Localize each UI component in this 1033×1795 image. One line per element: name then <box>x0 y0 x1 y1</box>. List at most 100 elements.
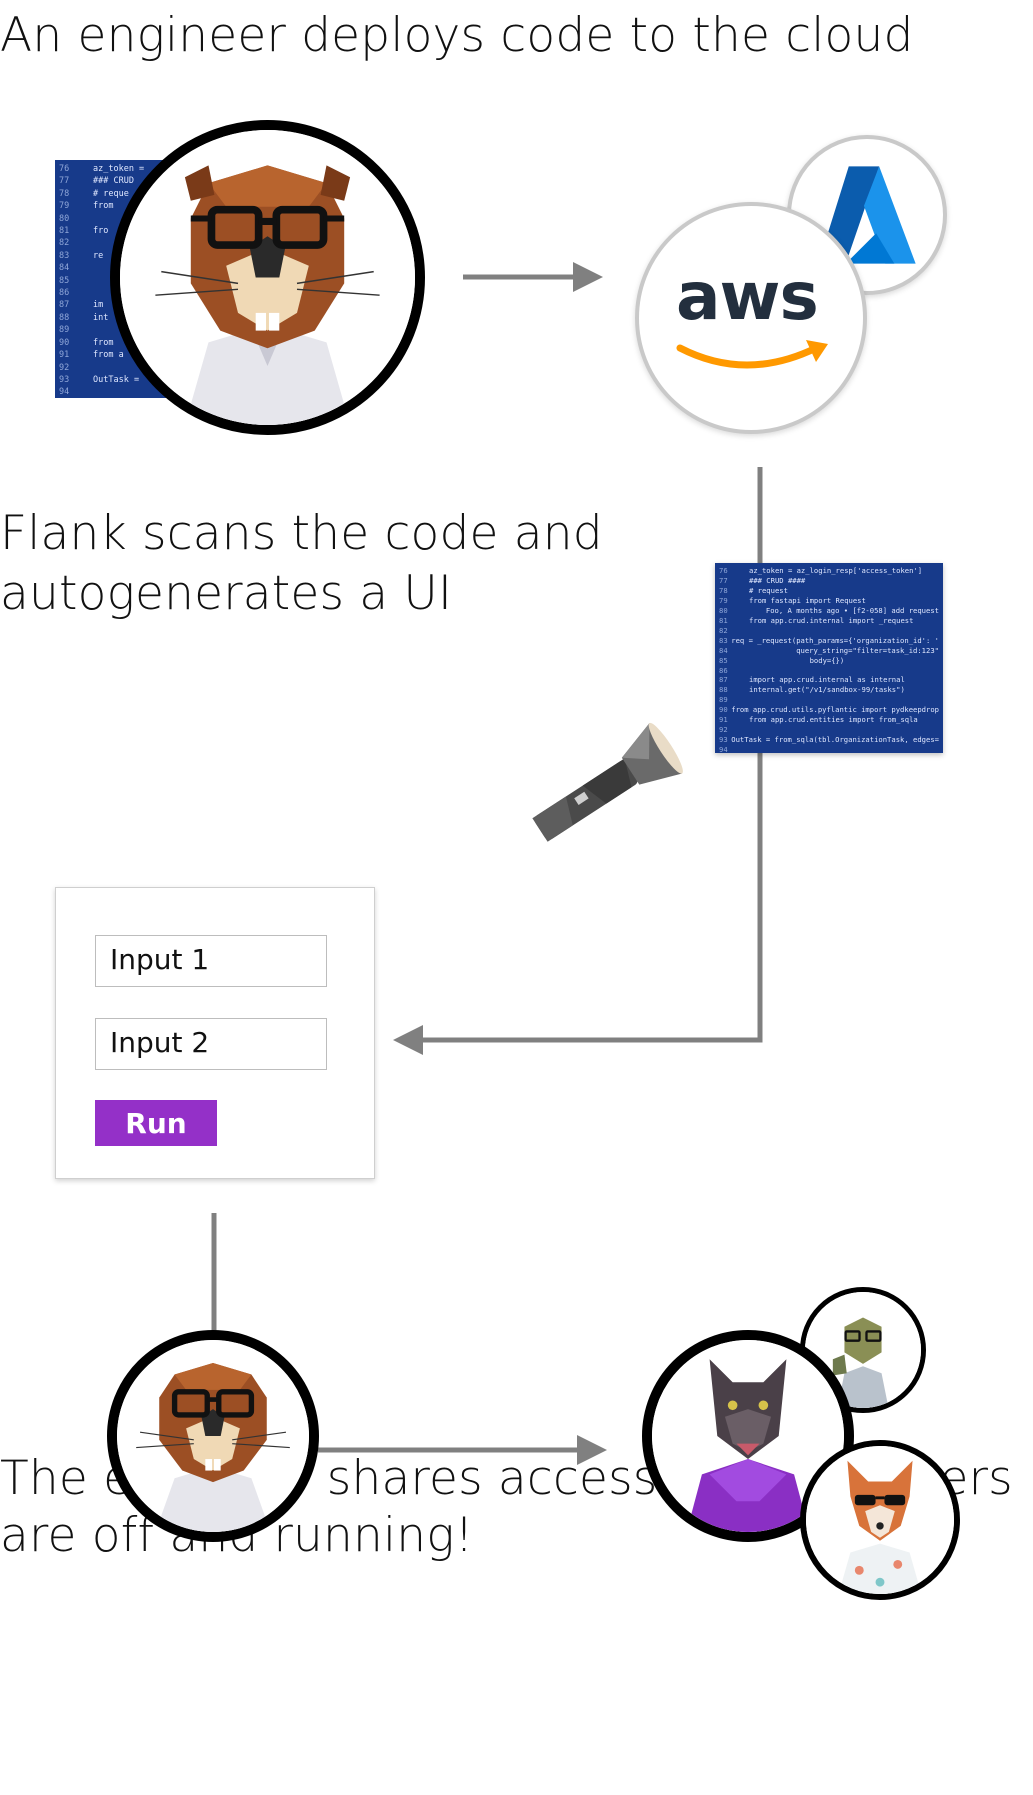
code-line-number: 77 <box>719 575 728 585</box>
code-line-number: 82 <box>59 238 70 249</box>
code-line-number: 80 <box>719 605 728 615</box>
code-line-number: 93 <box>719 735 728 745</box>
step2-heading-line1: Flank scans the code and <box>0 506 603 561</box>
arrow-engineer-to-users <box>318 1435 607 1465</box>
code-line: 92 <box>59 362 171 374</box>
code-line-number: 94 <box>59 387 70 398</box>
code-line-number: 81 <box>59 226 70 237</box>
code-line-number: 84 <box>59 263 70 274</box>
code-snippet-large: 76 az_token = az_login_resp['access_token… <box>715 563 943 753</box>
code-line: 84 query_string="filter=task_id:123" <box>719 646 939 656</box>
code-line: 82 <box>59 237 171 249</box>
code-line-number: 78 <box>59 188 70 199</box>
input-2-field[interactable]: Input 2 <box>95 1018 327 1070</box>
code-line-number: 90 <box>59 337 70 348</box>
fox-icon <box>806 1446 954 1594</box>
code-line: 86 <box>59 287 171 299</box>
aws-logo: aws <box>635 202 867 434</box>
code-line-text: im <box>93 300 104 311</box>
engineer-avatar <box>110 120 425 435</box>
step2-heading-line2: autogenerates a UI <box>0 566 453 621</box>
code-line-number: 88 <box>59 312 70 323</box>
code-line-number: 78 <box>719 585 728 595</box>
code-line: 76 az_token = az_login_resp['access_token… <box>719 566 939 576</box>
code-line: 94 <box>719 745 939 753</box>
code-line-text: re <box>93 250 104 261</box>
code-line-text: from app.crud.entities import from_sqla <box>749 715 918 725</box>
code-line: 82 <box>719 626 939 636</box>
code-line-number: 92 <box>59 362 70 373</box>
code-line-text: query_string="filter=task_id:123" <box>735 645 939 655</box>
code-line-number: 79 <box>59 201 70 212</box>
code-line-number: 91 <box>59 350 70 361</box>
arrow-engineer-to-cloud <box>463 262 603 292</box>
code-line-text: from <box>93 337 114 348</box>
beaver-icon <box>120 130 415 425</box>
code-line-text: body={}) <box>749 655 845 665</box>
code-line: 92 <box>719 725 939 735</box>
beaver-icon <box>117 1340 309 1532</box>
code-line-number: 86 <box>59 288 70 299</box>
code-line-number: 83 <box>59 250 70 261</box>
input-1-field[interactable]: Input 1 <box>95 935 327 987</box>
code-line: 86 <box>719 666 939 676</box>
user-avatar-fox <box>800 1440 960 1600</box>
code-line: 94 <box>59 386 171 398</box>
code-line-number: 87 <box>719 675 728 685</box>
aws-smile-icon <box>676 340 828 369</box>
code-line-number: 77 <box>59 176 70 187</box>
code-line-number: 86 <box>719 665 728 675</box>
azure-logo <box>787 135 947 295</box>
code-line-number: 88 <box>719 685 728 695</box>
code-line: 81 from app.crud.internal import _request <box>719 616 939 626</box>
code-line-number: 87 <box>59 300 70 311</box>
code-line-text: import app.crud.internal as internal <box>749 675 905 685</box>
code-line: 78# request <box>719 586 939 596</box>
code-line-number: 89 <box>59 325 70 336</box>
code-line-text: int <box>93 312 109 323</box>
code-line: 88 int <box>59 312 171 324</box>
code-line-text: internal.get("/v1/sandbox-99/tasks") <box>749 685 905 695</box>
code-line-number: 93 <box>59 374 70 385</box>
code-line-text: from <box>93 201 114 212</box>
code-line-number: 85 <box>719 655 728 665</box>
code-line: 77 ### CRUD #### <box>719 576 939 586</box>
code-line: 83 re <box>59 250 171 262</box>
code-line: 87 import app.crud.internal as internal <box>719 675 939 685</box>
code-line: 90 from <box>59 337 171 349</box>
code-line-number: 83 <box>719 635 728 645</box>
code-line: 85 body={}) <box>719 656 939 666</box>
code-line-number: 76 <box>719 566 728 575</box>
code-line-number: 91 <box>719 715 728 725</box>
code-line-number: 80 <box>59 213 70 224</box>
code-line: 91 from app.crud.entities import from_sql… <box>719 715 939 725</box>
code-line-number: 82 <box>719 625 728 635</box>
aws-wordmark: aws <box>676 258 819 335</box>
code-line: 84 <box>59 262 171 274</box>
arrow-cloud-to-form <box>393 467 763 1055</box>
code-line: 85 <box>59 275 171 287</box>
code-line-number: 92 <box>719 725 728 735</box>
code-line: 80 Foo, A months ago • [f2-058] add requ… <box>719 606 939 616</box>
code-line-number: 79 <box>719 595 728 605</box>
code-line: 89 <box>59 324 171 336</box>
code-line-text: from fastapi import Request <box>749 595 866 605</box>
code-line-number: 85 <box>59 275 70 286</box>
step1-heading: An engineer deploys code to the cloud <box>0 8 914 63</box>
code-line-text: from app.crud.internal import _request <box>749 615 914 625</box>
code-line-text: ### CRUD #### <box>749 575 806 585</box>
code-line-text: Foo, A months ago • [f2-058] add request <box>744 605 939 615</box>
code-line-number: 90 <box>719 705 728 715</box>
code-line: 79 from fastapi import Request <box>719 596 939 606</box>
run-button[interactable]: Run <box>95 1100 217 1146</box>
code-line-number: 76 <box>59 164 70 174</box>
code-line: 89 <box>719 695 939 705</box>
code-line-number: 81 <box>719 615 728 625</box>
code-line-number: 94 <box>719 745 728 753</box>
engineer-avatar-small <box>107 1330 319 1542</box>
code-line-text: az_token = az_login_resp['access_token'] <box>749 566 923 575</box>
